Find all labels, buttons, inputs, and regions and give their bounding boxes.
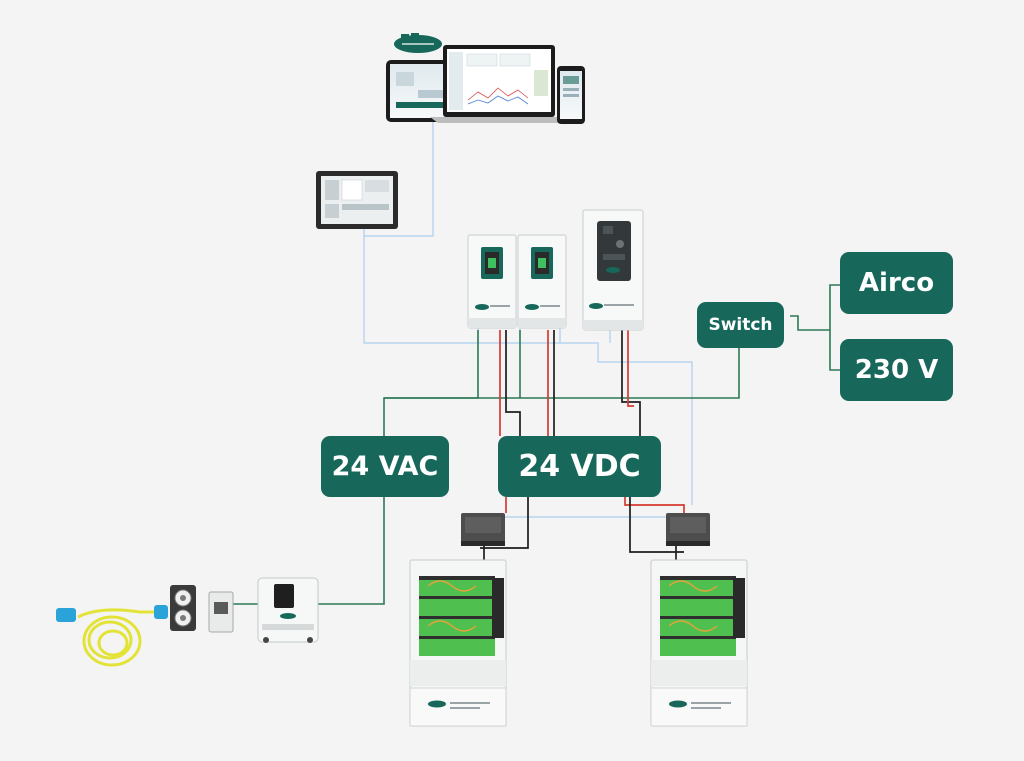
ac-voltage-label: 24 VAC bbox=[321, 436, 449, 497]
ac-voltage-text: 24 VAC bbox=[331, 451, 439, 482]
airco-label: Airco bbox=[840, 252, 953, 314]
dc-converter-icon bbox=[461, 513, 710, 546]
dc-voltage-label: 24 VDC bbox=[498, 436, 661, 497]
power-cube-icon bbox=[582, 209, 644, 331]
breaker-box-icon bbox=[208, 591, 234, 633]
shore-power-cable-icon bbox=[56, 605, 168, 667]
isolation-transformer-icon bbox=[257, 577, 319, 643]
dc-voltage-text: 24 VDC bbox=[518, 449, 641, 484]
mains-voltage-label: 230 V bbox=[840, 339, 953, 401]
monitoring-devices-icon bbox=[386, 33, 585, 124]
mains-voltage-text: 230 V bbox=[854, 355, 939, 385]
touch-display-icon bbox=[316, 171, 398, 229]
airco-text: Airco bbox=[858, 268, 935, 298]
shore-socket-icon bbox=[170, 585, 196, 631]
inverter-charger-icon bbox=[467, 234, 567, 329]
battery-rack-icon bbox=[409, 559, 507, 727]
switch-text: Switch bbox=[708, 315, 773, 335]
switch-label: Switch bbox=[697, 302, 784, 348]
battery-rack-icon bbox=[650, 559, 748, 727]
